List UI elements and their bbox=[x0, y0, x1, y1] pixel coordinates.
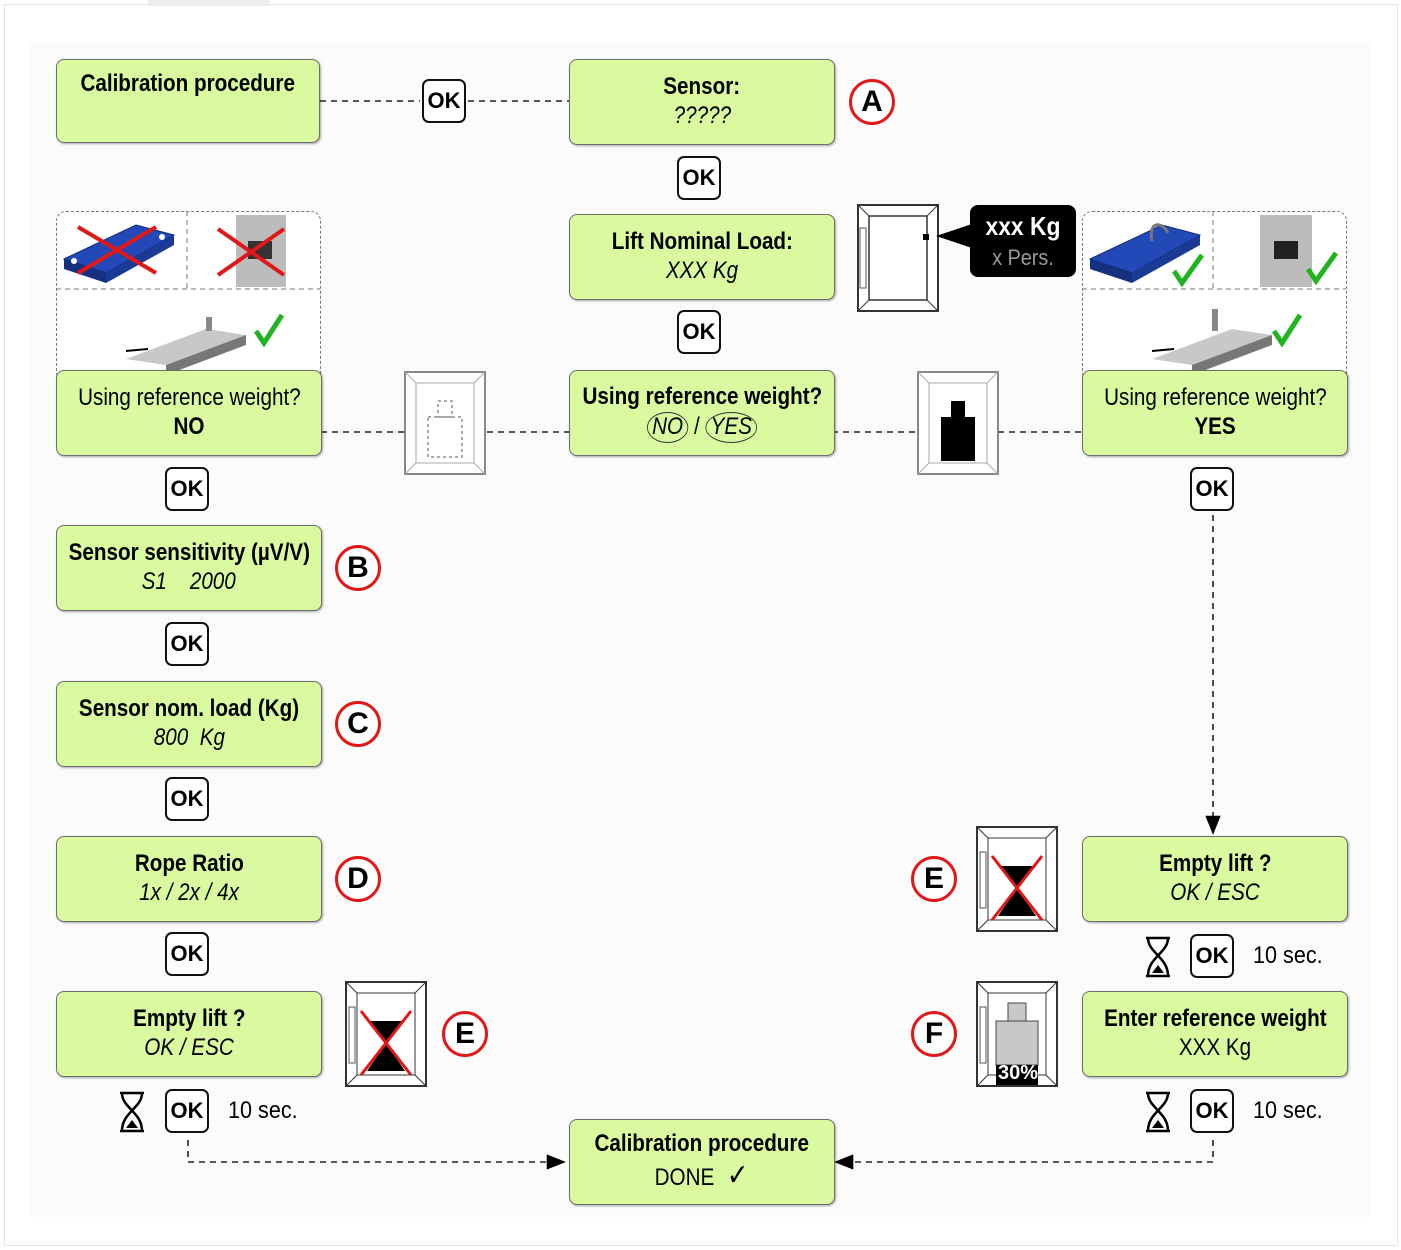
bubble-persons: x Pers. bbox=[992, 245, 1054, 270]
calibration-done-status-row: DONE ✓ bbox=[655, 1158, 749, 1194]
sensor-panel-right-art bbox=[1082, 211, 1346, 375]
badge-e-right: E bbox=[911, 856, 957, 902]
checkmark-icon: ✓ bbox=[727, 1159, 749, 1193]
ok-button-sensor[interactable]: OK bbox=[677, 156, 721, 200]
enter-reference-weight-box: Enter reference weight XXX Kg bbox=[1082, 991, 1348, 1077]
option-yes[interactable]: YES bbox=[705, 412, 758, 443]
top-tab bbox=[148, 0, 270, 6]
empty-lift-left-title: Empty lift ? bbox=[132, 1005, 246, 1033]
ok-button-ref-no[interactable]: OK bbox=[165, 467, 209, 511]
ref-weight-center-title: Using reference weight? bbox=[582, 383, 822, 411]
ok-button-enter-ref[interactable]: OK bbox=[1190, 1089, 1234, 1133]
rope-sensor-icon bbox=[1260, 215, 1312, 287]
rope-sensor-icon bbox=[236, 215, 286, 287]
ref-weight-center-options: NO / YES bbox=[646, 412, 758, 443]
sensor-sensitivity-title: Sensor sensitivity (µV/V) bbox=[68, 539, 310, 567]
line-left-to-done bbox=[187, 1140, 566, 1170]
ref-weight-left-box: Using reference weight? NO bbox=[56, 370, 322, 456]
badge-a: A bbox=[849, 79, 895, 125]
empty-lift-right-box: Empty lift ? OK / ESC bbox=[1082, 836, 1348, 922]
ok-button-nominal[interactable]: OK bbox=[677, 310, 721, 354]
option-no[interactable]: NO bbox=[646, 412, 689, 443]
hourglass-icon-right-bottom bbox=[1146, 1091, 1170, 1133]
ref-weight-right-title: Using reference weight? bbox=[1103, 384, 1327, 412]
ok-button-nom-load[interactable]: OK bbox=[165, 777, 209, 821]
badge-c: C bbox=[335, 701, 381, 747]
percent-label: 30% bbox=[998, 1062, 1039, 1084]
badge-e-left: E bbox=[442, 1011, 488, 1057]
empty-lift-right-value: OK / ESC bbox=[1170, 879, 1260, 906]
lift-nominal-load-title: Lift Nominal Load: bbox=[611, 228, 793, 256]
timer-label-left: 10 sec. bbox=[228, 1097, 298, 1124]
badge-b: B bbox=[335, 545, 381, 591]
enter-reference-weight-title: Enter reference weight bbox=[1103, 1005, 1327, 1033]
option-separator: / bbox=[693, 413, 700, 440]
blue-sensor-icon bbox=[1088, 223, 1202, 283]
timer-label-right-top: 10 sec. bbox=[1253, 942, 1323, 969]
sensor-sensitivity-box: Sensor sensitivity (µV/V) S1 2000 bbox=[56, 525, 322, 611]
calibration-done-title: Calibration procedure bbox=[594, 1129, 810, 1157]
badge-f: F bbox=[911, 1011, 957, 1057]
sensor-nom-load-box: Sensor nom. load (Kg) 800 Kg bbox=[56, 681, 322, 767]
ref-weight-left-title: Using reference weight? bbox=[77, 384, 301, 412]
no-weight-lift-icon bbox=[404, 371, 486, 475]
hourglass-icon-left bbox=[120, 1091, 144, 1133]
sensor-value: ????? bbox=[673, 102, 731, 129]
sensor-sensitivity-value: S1 2000 bbox=[141, 568, 237, 595]
hourglass-icon-right-top bbox=[1146, 936, 1170, 978]
lift-panel-icon bbox=[857, 204, 939, 312]
bubble-pointer bbox=[936, 224, 972, 248]
empty-lift-left-box: Empty lift ? OK / ESC bbox=[56, 991, 322, 1077]
ok-button-ref-yes[interactable]: OK bbox=[1190, 467, 1234, 511]
sensor-box: Sensor: ????? bbox=[569, 59, 835, 145]
ok-button-sensitivity[interactable]: OK bbox=[165, 622, 209, 666]
bubble-weight: xxx Kg bbox=[985, 211, 1061, 241]
sensor-nom-load-title: Sensor nom. load (Kg) bbox=[78, 695, 300, 723]
ref-weight-right-value: YES bbox=[1194, 413, 1236, 440]
sensor-nom-load-value: 800 Kg bbox=[153, 724, 225, 751]
badge-d: D bbox=[335, 856, 381, 902]
weight-lift-icon bbox=[917, 371, 999, 475]
rope-ratio-box: Rope Ratio 1x / 2x / 4x bbox=[56, 836, 322, 922]
ref-weight-center-box: Using reference weight? NO / YES bbox=[569, 370, 835, 456]
display-bubble: xxx Kg x Pers. bbox=[970, 205, 1076, 277]
ok-button-empty-right[interactable]: OK bbox=[1190, 934, 1234, 978]
blue-sensor-icon bbox=[62, 224, 176, 283]
load-cell-icon bbox=[1151, 309, 1272, 375]
calibration-procedure-box: Calibration procedure bbox=[56, 59, 320, 143]
empty-lift-icon-left bbox=[345, 981, 427, 1087]
calibration-procedure-title: Calibration procedure bbox=[80, 70, 296, 97]
empty-lift-right-title: Empty lift ? bbox=[1158, 850, 1272, 878]
ref-weight-left-value: NO bbox=[173, 413, 205, 440]
rope-ratio-title: Rope Ratio bbox=[134, 850, 244, 878]
ok-button-rope[interactable]: OK bbox=[165, 932, 209, 976]
enter-reference-weight-value: XXX Kg bbox=[1178, 1034, 1252, 1061]
sensor-title: Sensor: bbox=[663, 73, 741, 101]
empty-lift-icon-right bbox=[976, 826, 1058, 932]
lift-nominal-load-box: Lift Nominal Load: XXX Kg bbox=[569, 214, 835, 300]
reference-weight-lift-icon bbox=[976, 981, 1058, 1087]
empty-lift-left-value: OK / ESC bbox=[144, 1034, 234, 1061]
calibration-done-value: DONE bbox=[655, 1164, 715, 1192]
sensor-panel-left-art bbox=[56, 211, 320, 375]
calibration-done-box: Calibration procedure DONE ✓ bbox=[569, 1119, 835, 1205]
ref-weight-right-box: Using reference weight? YES bbox=[1082, 370, 1348, 456]
rope-ratio-value: 1x / 2x / 4x bbox=[139, 879, 239, 906]
lift-nominal-load-value: XXX Kg bbox=[665, 257, 739, 284]
timer-label-right-bottom: 10 sec. bbox=[1253, 1097, 1323, 1124]
ok-button-start[interactable]: OK bbox=[422, 79, 466, 123]
line-right-to-done bbox=[834, 1140, 1214, 1170]
ok-button-empty-left[interactable]: OK bbox=[165, 1089, 209, 1133]
load-cell-icon bbox=[125, 317, 246, 375]
